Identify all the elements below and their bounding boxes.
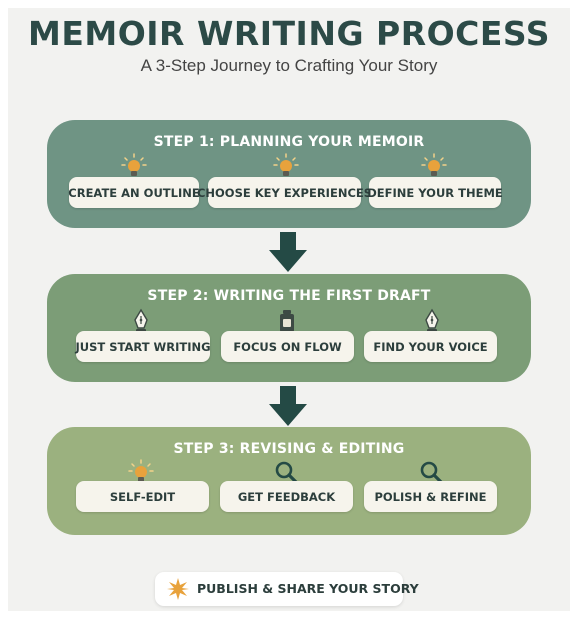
down-arrow-icon [269, 232, 307, 272]
page-subtitle: A 3-Step Journey to Crafting Your Story [140, 56, 438, 75]
lightbulb-icon [421, 153, 447, 176]
page-title: MEMOIR WRITING PROCESS [28, 14, 550, 53]
step-2-item-focus-flow: FOCUS ON FLOW [221, 331, 354, 362]
lightbulb-icon [121, 153, 147, 176]
step-3-title: STEP 3: REVISING & EDITING [173, 441, 405, 457]
step-1-item-key-experiences: CHOOSE KEY EXPERIENCES [197, 177, 372, 208]
step-1-item-define-theme: DEFINE YOUR THEME [367, 177, 503, 208]
step-3-item-self-edit: SELF-EDIT [76, 481, 209, 512]
sunburst-icon [167, 578, 189, 600]
lightbulb-icon [273, 153, 299, 176]
step-1-item-create-outline: CREATE AN OUTLINE [68, 177, 200, 208]
down-arrow-icon [269, 386, 307, 426]
step-2-item-find-voice: FIND YOUR VOICE [364, 331, 497, 362]
ink-bottle-icon [280, 310, 294, 332]
step-2-title: STEP 2: WRITING THE FIRST DRAFT [147, 288, 431, 304]
step-2-item-start-writing: JUST START WRITING [75, 331, 211, 362]
lightbulb-icon [128, 459, 154, 482]
step-3-item-polish-refine: POLISH & REFINE [364, 481, 497, 512]
publish-share-badge: PUBLISH & SHARE YOUR STORY [155, 572, 419, 606]
publish-share-label: PUBLISH & SHARE YOUR STORY [197, 581, 419, 596]
step-1-title: STEP 1: PLANNING YOUR MEMOIR [153, 134, 425, 150]
step-3-item-get-feedback: GET FEEDBACK [220, 481, 353, 512]
